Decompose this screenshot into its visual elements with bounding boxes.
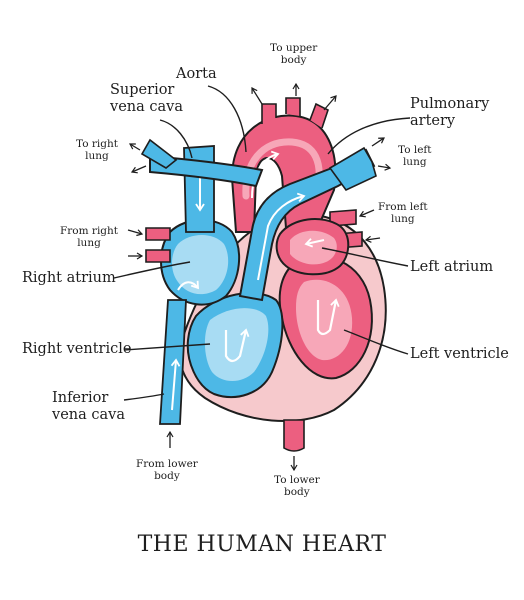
to-left-lung-arrow-upper [371, 137, 385, 147]
ivc-flow-arrow [170, 358, 181, 411]
left-ventricle-leader [343, 329, 409, 355]
right-atrium-inner [172, 235, 229, 295]
aorta-branch-left [261, 103, 277, 124]
pulmonary-artery-leader [327, 117, 411, 155]
right-atrium-flow-arrow [177, 280, 199, 291]
to-left-lung-arrow-lower [377, 163, 392, 171]
label-left-atrium: Left atrium [410, 259, 494, 275]
label-aorta: Aorta [176, 66, 217, 82]
label-left-ventricle: Left ventricle [410, 346, 509, 362]
right-pulmonary-vein-upper [145, 227, 171, 241]
right-pulmonary-vein-lower [145, 249, 171, 263]
label-to-right-lung-line1: To right [76, 138, 118, 150]
aorta-leader [207, 85, 247, 153]
label-from-lower-body-line1: From lower [136, 458, 198, 470]
right-ventricle-leader [123, 343, 211, 351]
label-from-right-lung: From right lung [60, 225, 118, 249]
label-from-lower-body-line2: body [154, 470, 180, 483]
diagram-title: THE HUMAN HEART [137, 532, 387, 557]
label-from-right-lung-line2: lung [77, 237, 101, 250]
descending-aorta [283, 419, 305, 452]
label-inferior-vena-cava-line1: Inferior [52, 390, 109, 406]
left-ventricle-flow-arrow [316, 298, 340, 336]
label-to-upper-body: To upper body [270, 42, 317, 66]
left-atrium-inner [290, 230, 337, 265]
label-to-lower-body: To lower body [274, 474, 320, 498]
label-to-right-lung-line2: lung [85, 150, 109, 163]
left-pulmonary-artery [328, 146, 377, 192]
label-from-left-lung-line2: lung [391, 213, 415, 226]
label-to-lower-body-line1: To lower [274, 474, 320, 486]
right-pulmonary-artery-branch [140, 138, 178, 169]
left-atrium-leader [321, 247, 409, 267]
from-right-lung-arrow [127, 229, 144, 237]
label-superior-vena-cava-line2: vena cava [110, 98, 183, 115]
right-atrium-leader [113, 261, 191, 279]
superior-vena-cava-leader [159, 119, 193, 159]
label-inferior-vena-cava-line2: vena cava [52, 406, 125, 423]
label-pulmonary-artery: Pulmonary artery [410, 96, 489, 129]
from-left-lung-arrow-2 [364, 235, 381, 243]
label-to-lower-body-line2: body [284, 486, 310, 499]
label-right-ventricle: Right ventricle [22, 341, 132, 357]
label-superior-vena-cava-line1: Superior [110, 82, 175, 98]
label-from-left-lung-line1: From left [378, 201, 428, 213]
aorta-branch-right [309, 102, 329, 129]
to-right-lung-arrow-upper [129, 143, 141, 151]
to-upper-body-arrow-left [251, 87, 263, 105]
pulmonary-flow-arrow [257, 192, 306, 281]
right-ventricle-inner [204, 308, 269, 381]
label-to-right-lung: To right lung [76, 138, 118, 162]
to-right-lung-arrow-lower [130, 165, 147, 174]
right-ventricle-flow-arrow [224, 328, 250, 363]
label-from-lower-body: From lower body [136, 458, 198, 482]
label-inferior-vena-cava: Inferior vena cava [52, 390, 125, 423]
label-from-right-lung-line1: From right [60, 225, 119, 237]
left-atrium-flow-arrow [304, 238, 325, 248]
label-right-atrium: Right atrium [22, 270, 116, 286]
label-pulmonary-artery-line1: Pulmonary [410, 96, 490, 112]
label-superior-vena-cava: Superior vena cava [110, 82, 183, 115]
label-from-left-lung: From left lung [378, 201, 428, 225]
from-left-lung-arrow [358, 209, 375, 218]
label-pulmonary-artery-line2: artery [410, 112, 456, 129]
aorta-branch-middle [285, 97, 301, 116]
to-upper-body-arrow-right [323, 95, 337, 111]
label-to-upper-body-line1: To upper [270, 42, 318, 54]
label-to-upper-body-line2: body [280, 54, 307, 67]
label-to-left-lung-line2: lung [402, 156, 427, 169]
inferior-vena-cava-leader [123, 393, 165, 401]
label-to-left-lung: To left lung [398, 144, 432, 168]
label-to-left-lung-line1: To left [398, 144, 432, 156]
